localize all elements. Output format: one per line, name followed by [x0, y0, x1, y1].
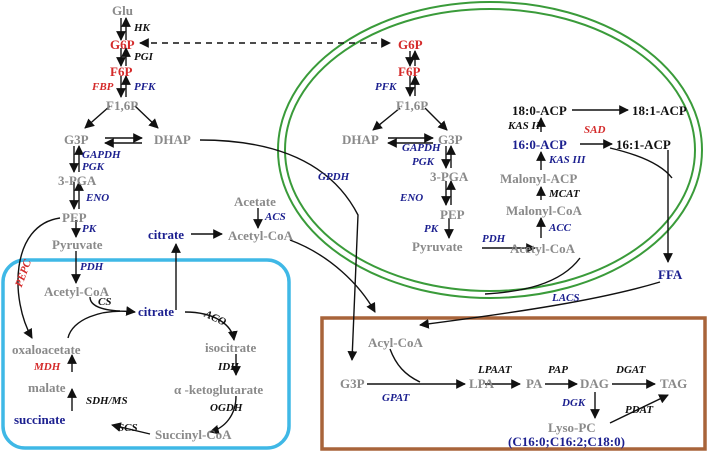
lpa-label: LPA [469, 376, 495, 391]
pgk-enzyme: PGK [82, 161, 104, 173]
c16-0-acp-label: 16:0-ACP [512, 137, 567, 152]
g3p-label: G3P [64, 132, 89, 147]
mdh-enzyme: MDH [34, 361, 61, 373]
kas2-enzyme: KAS II [508, 120, 541, 132]
acetyl-coa-cyto-label: Acetyl-CoA [228, 228, 293, 243]
gpdh-enzyme: GPDH [318, 171, 350, 183]
pk-enzyme: PK [82, 223, 97, 235]
gapdh-enzyme: GAPDH [82, 149, 121, 161]
citrate-cyto-label: citrate [148, 227, 185, 242]
plastid-pdh-enzyme: PDH [482, 233, 506, 245]
glu-label: Glu [112, 3, 133, 18]
plastid-pgk-enzyme: PGK [412, 156, 434, 168]
pfk-enzyme: PFK [134, 81, 156, 93]
plastid-inner-ring [284, 8, 696, 292]
pa-label: PA [526, 376, 543, 391]
er-g3p-label: G3P [340, 376, 365, 391]
lyso-pc-species-label: (C16:0;C16:2;C18:0) [508, 434, 625, 449]
f6p-label: F6P [110, 64, 133, 79]
acc-enzyme: ACC [549, 222, 572, 234]
plastid-pyruvate-label: Pyruvate [412, 239, 463, 254]
3pga-label: 3-PGA [58, 173, 97, 188]
dhap-label: DHAP [154, 132, 191, 147]
plastid-acetyl-coa-label: Acetyl-CoA [510, 241, 575, 256]
idh-enzyme: IDH [218, 361, 239, 373]
acyl-coa-label: Acyl-CoA [368, 335, 423, 350]
c18-0-acp-label: 18:0-ACP [512, 103, 567, 118]
pyruvate-label: Pyruvate [52, 237, 103, 252]
plastid-3pga-label: 3-PGA [430, 169, 469, 184]
succinyl-coa-label: Succinyl-CoA [155, 427, 232, 442]
isocitrate-label: isocitrate [205, 340, 257, 355]
mitochondrion-box [1, 258, 291, 450]
dag-label: DAG [580, 376, 609, 391]
c16-1-acp-label: 16:1-ACP [616, 137, 671, 152]
sdh-ms-enzyme: SDH/MS [86, 395, 128, 407]
plastid-gapdh-enzyme: GAPDH [402, 142, 441, 154]
pdh-enzyme: PDH [80, 261, 104, 273]
cs-enzyme: CS [98, 296, 112, 308]
acs-enzyme: ACS [265, 211, 286, 223]
f16p-label: F1,6P [106, 98, 139, 113]
plastid-eno-enzyme: ENO [400, 192, 424, 204]
er-box [320, 316, 707, 451]
ffa-label: FFA [658, 267, 683, 282]
lyso-pc-label: Lyso-PC [548, 420, 596, 435]
plastid-pep-label: PEP [440, 207, 465, 222]
ogdh-enzyme: OGDH [210, 402, 243, 414]
plastid-g6p-label: G6P [398, 37, 423, 52]
oxaloacetate-label: oxaloacetate [12, 342, 81, 357]
plastid-dhap-label: DHAP [342, 132, 379, 147]
gpat-enzyme: GPAT [382, 392, 410, 404]
malonyl-acp-label: Malonyl-ACP [500, 171, 578, 186]
pep-label: PEP [62, 210, 87, 225]
g6p-label: G6P [110, 37, 135, 52]
pap-enzyme: PAP [548, 364, 568, 376]
plastid-f16p-label: F1,6P [396, 98, 429, 113]
plastid-f6p-label: F6P [398, 64, 421, 79]
eno-enzyme: ENO [86, 192, 110, 204]
lacs-enzyme: LACS [552, 292, 580, 304]
succinate-label: succinate [14, 412, 66, 427]
malonyl-coa-label: Malonyl-CoA [506, 203, 582, 218]
dgk-enzyme: DGK [562, 397, 586, 409]
pgi-enzyme: PGI [134, 51, 153, 63]
acetate-label: Acetate [234, 194, 276, 209]
citrate-mito-label: citrate [138, 304, 175, 319]
c18-1-acp-label: 18:1-ACP [632, 103, 687, 118]
dgat-enzyme: DGAT [616, 364, 646, 376]
tag-label: TAG [660, 376, 688, 391]
lpaat-enzyme: LPAAT [478, 364, 512, 376]
sad-enzyme: SAD [584, 124, 606, 136]
malate-label: malate [28, 380, 66, 395]
acetyl-coa-mito-label: Acetyl-CoA [44, 284, 109, 299]
alpha-ketoglutarate-label: α -ketoglutarate [174, 382, 264, 397]
plastid-g3p-label: G3P [438, 132, 463, 147]
kas3-enzyme: KAS III [549, 154, 586, 166]
hk-enzyme: HK [134, 22, 150, 34]
mcat-enzyme: MCAT [549, 188, 580, 200]
fbp-enzyme: FBP [92, 81, 114, 93]
plastid-pfk-enzyme: PFK [375, 81, 397, 93]
plastid-pk-enzyme: PK [424, 223, 439, 235]
pdat-enzyme: PDAT [625, 404, 654, 416]
scs-enzyme: SCS [118, 422, 138, 434]
